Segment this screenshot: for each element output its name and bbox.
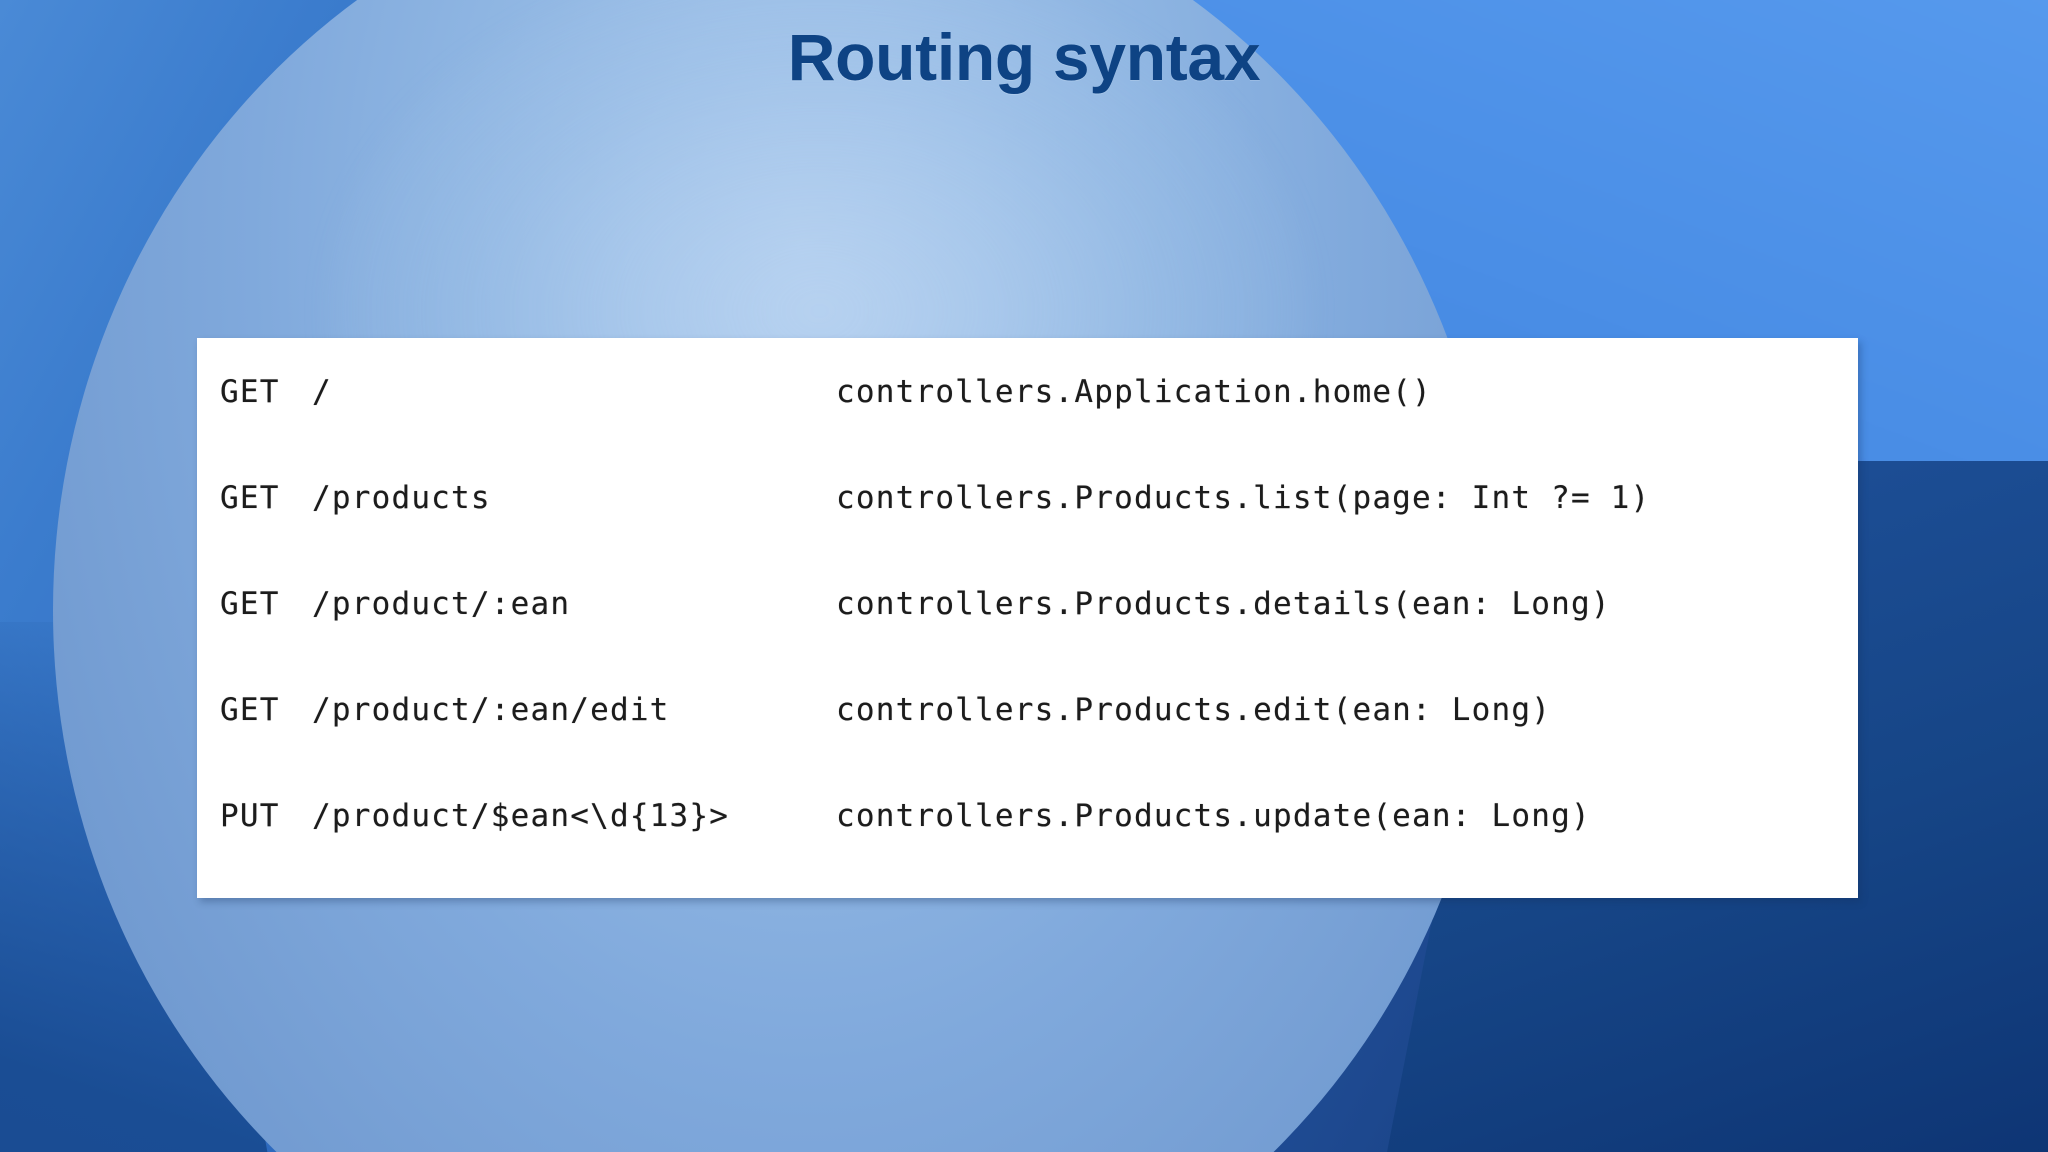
route-controller-call-text: controllers.Application.home() xyxy=(836,374,1432,410)
route-controller-call-text: controllers.Products.details(ean: Long) xyxy=(836,586,1611,622)
route-path-text: /product/:ean xyxy=(312,586,571,622)
route-method: PUT xyxy=(220,798,312,834)
route-controller-call: controllers.Products.update(ean: Long) xyxy=(836,798,1852,834)
route-method: GET xyxy=(220,586,312,622)
route-controller-call: controllers.Products.list(page: Int ?= 1… xyxy=(836,480,1852,516)
route-path: /product/:ean/edit xyxy=(312,692,836,728)
route-method: GET xyxy=(220,374,312,410)
route-method-text: GET xyxy=(220,692,280,728)
route-path: /product/$ean<\d{13}> xyxy=(312,798,836,834)
route-method-text: GET xyxy=(220,480,280,516)
route-controller-call: controllers.Application.home() xyxy=(836,374,1852,410)
route-method: GET xyxy=(220,480,312,516)
route-path: / xyxy=(312,374,836,410)
route-path-text: / xyxy=(312,374,332,410)
route-method-text: PUT xyxy=(220,798,280,834)
route-path-text: /products xyxy=(312,480,491,516)
route-path: /products xyxy=(312,480,836,516)
routes-table: GET / controllers.Application.home() GET/pr… xyxy=(220,374,1852,904)
route-method-text: GET xyxy=(220,374,280,410)
route-row: GET/product/:ean/edit controllers.Product… xyxy=(220,692,1852,798)
route-path: /product/:ean xyxy=(312,586,836,622)
route-controller-call: controllers.Products.edit(ean: Long) xyxy=(836,692,1852,728)
route-path-text: /product/:ean/edit xyxy=(312,692,670,728)
route-row: GET/products controllers.Products.list(pa… xyxy=(220,480,1852,586)
route-path-text: /product/$ean<\d{13}> xyxy=(312,798,730,834)
route-row: GET / controllers.Application.home() xyxy=(220,374,1852,480)
route-method: GET xyxy=(220,692,312,728)
routes-code-card: GET / controllers.Application.home() GET/pr… xyxy=(197,338,1858,898)
route-controller-call: controllers.Products.details(ean: Long) xyxy=(836,586,1852,622)
route-controller-call-text: controllers.Products.update(ean: Long) xyxy=(836,798,1591,834)
slide-title: Routing syntax xyxy=(787,20,1261,94)
route-method-text: GET xyxy=(220,586,280,622)
route-row: GET/product/:ean controllers.Products.det… xyxy=(220,586,1852,692)
route-controller-call-text: controllers.Products.list(page: Int ?= 1… xyxy=(836,480,1651,516)
route-row: PUT/product/$ean<\d{13}> controllers.Prod… xyxy=(220,798,1852,904)
route-controller-call-text: controllers.Products.edit(ean: Long) xyxy=(836,692,1552,728)
